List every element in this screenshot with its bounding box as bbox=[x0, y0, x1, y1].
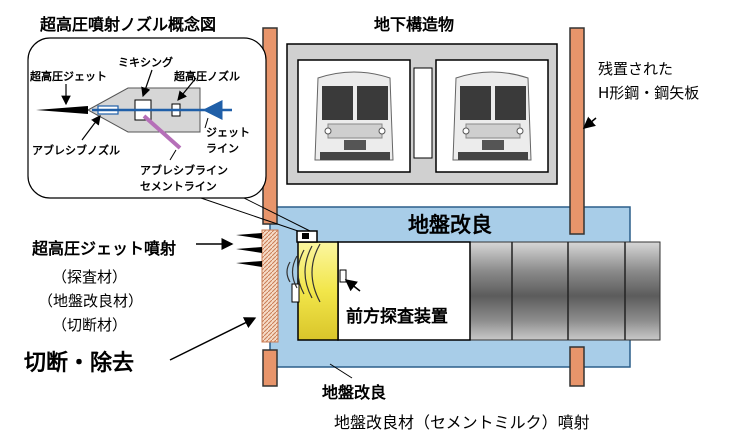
cut-zone bbox=[261, 229, 279, 343]
cutting-material-label: （切断材） bbox=[52, 316, 127, 334]
abrasive-nozzle-label: アブレシブノズル bbox=[32, 143, 120, 157]
train-left bbox=[314, 71, 394, 161]
center-pillar bbox=[413, 67, 433, 159]
ground-improvement-top-label: 地盤改良 bbox=[408, 213, 492, 237]
residual-label-arrow bbox=[582, 116, 597, 129]
ground-bottom-arrow bbox=[329, 363, 353, 379]
train-right bbox=[452, 71, 532, 161]
jet-left-label: 超高圧ジェット bbox=[29, 69, 107, 83]
probe-label-arrow bbox=[344, 279, 361, 292]
steel-pile-right bbox=[569, 27, 585, 235]
nozzle-right-label: 超高圧ノズル bbox=[173, 69, 240, 83]
tunnel-pipe bbox=[469, 241, 661, 341]
steel-pile-right-lower bbox=[569, 346, 585, 387]
structure-title: 地下構造物 bbox=[374, 15, 454, 34]
ground-improvement-bottom-label: 地盤改良 bbox=[322, 383, 386, 402]
inset-title: 超高圧噴射ノズル概念図 bbox=[39, 15, 216, 34]
forward-probe-label: 前方探査装置 bbox=[346, 306, 448, 327]
cement-line-label: セメントライン bbox=[140, 180, 217, 193]
steel-pile-left-lower bbox=[262, 349, 278, 387]
residual-label-1: 残置された bbox=[598, 60, 673, 78]
mixing-label: ミキシング bbox=[118, 55, 173, 69]
forward-probe-device bbox=[297, 241, 339, 341]
residual-label-2: H形鋼・鋼矢板 bbox=[598, 84, 699, 102]
cut-label-arrow bbox=[169, 317, 257, 361]
cement-injection-label: 地盤改良材（セメントミルク）噴射 bbox=[334, 413, 590, 432]
jet-spray-icon bbox=[236, 233, 262, 267]
survey-material-label: （探査材） bbox=[52, 268, 127, 286]
improvement-material-label: （地盤改良材） bbox=[38, 292, 143, 310]
jet-spray-label: 超高圧ジェット噴射 bbox=[31, 239, 176, 258]
probe-wave-icon bbox=[286, 243, 321, 303]
abrasive-line-label: アブレシブライン bbox=[140, 163, 228, 177]
jet-line-label-2: ライン bbox=[206, 142, 239, 155]
abrasive-line-path bbox=[142, 114, 182, 150]
jet-line-label-1: ジェット bbox=[206, 126, 250, 139]
cut-remove-label: 切断・除去 bbox=[24, 350, 134, 376]
